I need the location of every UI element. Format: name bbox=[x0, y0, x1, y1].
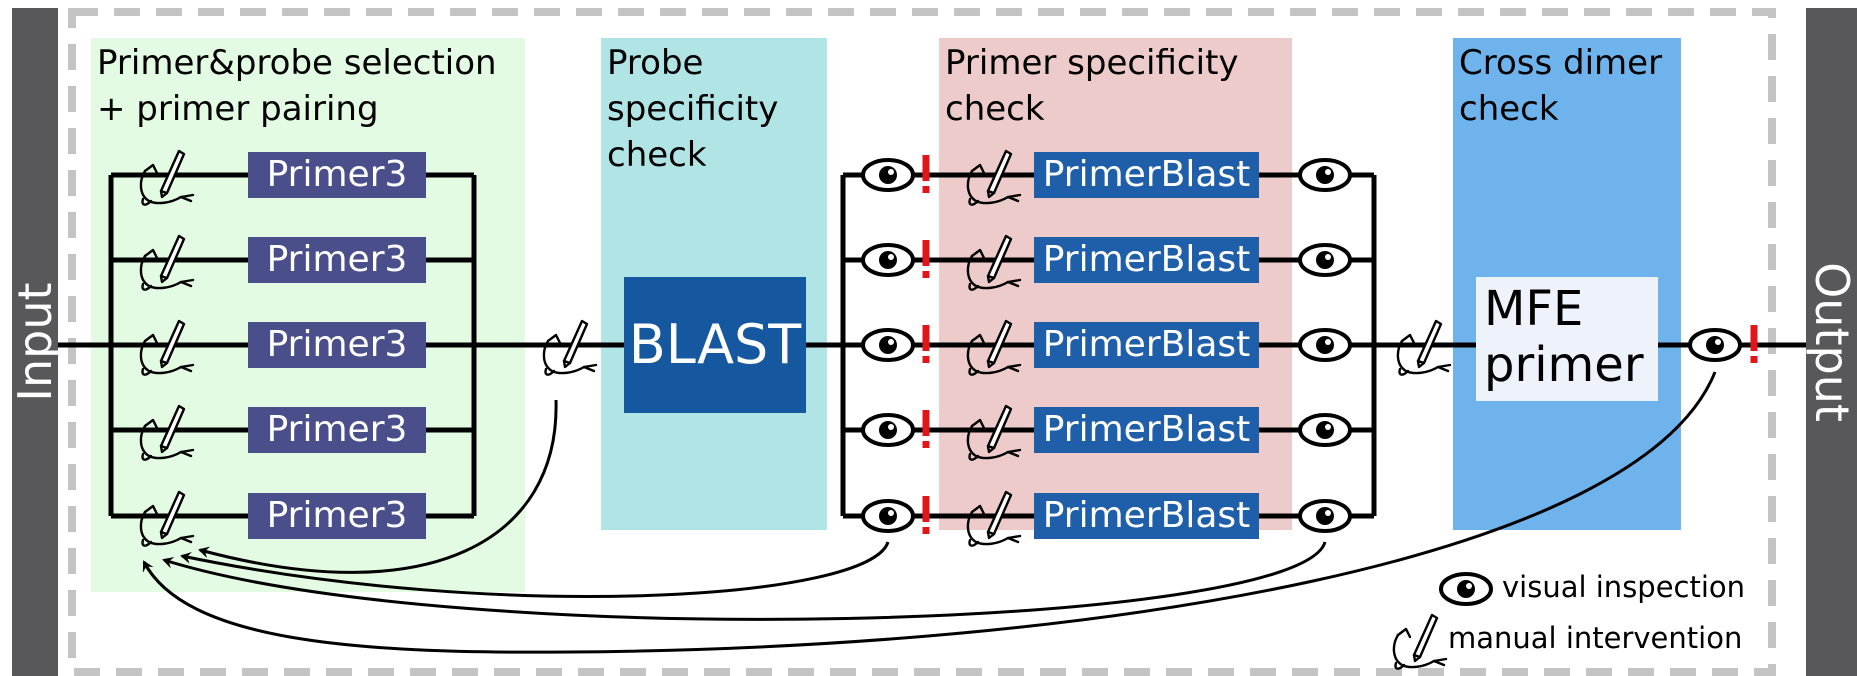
pen-hand-icon bbox=[139, 319, 195, 376]
pen-hand-icon bbox=[139, 490, 195, 547]
pen-hand-icon bbox=[966, 149, 1022, 206]
legend-visual-inspection: visual inspection bbox=[1502, 570, 1746, 604]
pen-hand-icon bbox=[139, 234, 195, 291]
eye-icon bbox=[1298, 243, 1352, 277]
primer3-box: Primer3 bbox=[248, 322, 426, 368]
pen-hand-icon bbox=[966, 490, 1022, 547]
stage-title: Primer specificity check bbox=[945, 43, 1239, 129]
pen-hand-icon bbox=[1392, 613, 1448, 670]
exclamation-icon bbox=[922, 155, 930, 193]
primer3-box: Primer3 bbox=[248, 493, 426, 539]
blast-box: BLAST bbox=[624, 277, 806, 413]
input-label: Input bbox=[8, 282, 62, 402]
legend-manual-intervention: manual intervention bbox=[1448, 621, 1743, 655]
eye-icon bbox=[1298, 158, 1352, 192]
pen-hand-icon bbox=[1396, 319, 1452, 376]
primer3-box: Primer3 bbox=[248, 152, 426, 198]
eye-icon bbox=[1439, 572, 1493, 606]
eye-icon bbox=[1298, 328, 1352, 362]
primerblast-box: PrimerBlast bbox=[1034, 237, 1259, 283]
pen-hand-icon bbox=[966, 404, 1022, 461]
exclamation-icon bbox=[1750, 325, 1758, 363]
primer3-box: Primer3 bbox=[248, 407, 426, 453]
output-label: Output bbox=[1804, 262, 1857, 422]
pen-hand-icon bbox=[139, 149, 195, 206]
exclamation-icon bbox=[922, 325, 930, 363]
eye-icon bbox=[861, 413, 915, 447]
input-sidebar: Input bbox=[8, 8, 62, 676]
stage-title: Primer&probe selection + primer pairing bbox=[97, 43, 497, 129]
primer3-box: Primer3 bbox=[248, 237, 426, 283]
eye-icon bbox=[861, 328, 915, 362]
eye-icon bbox=[1298, 499, 1352, 533]
pen-hand-icon bbox=[139, 404, 195, 461]
exclamation-icon bbox=[922, 410, 930, 448]
eye-icon bbox=[861, 499, 915, 533]
pen-hand-icon bbox=[966, 319, 1022, 376]
primerblast-box: PrimerBlast bbox=[1034, 407, 1259, 453]
eye-icon bbox=[1688, 328, 1742, 362]
output-sidebar: Output bbox=[1804, 8, 1857, 676]
primerblast-box: PrimerBlast bbox=[1034, 322, 1259, 368]
primerblast-box: PrimerBlast bbox=[1034, 152, 1259, 198]
primerblast-box: PrimerBlast bbox=[1034, 493, 1259, 539]
exclamation-icon bbox=[922, 240, 930, 278]
mfe-primer-box: MFE primer bbox=[1476, 277, 1658, 401]
stage-title: Probe specificity check bbox=[607, 43, 779, 175]
eye-icon bbox=[1298, 413, 1352, 447]
stage-title: Cross dimer check bbox=[1459, 43, 1663, 129]
pen-hand-icon bbox=[542, 319, 598, 376]
pen-hand-icon bbox=[966, 234, 1022, 291]
eye-icon bbox=[861, 158, 915, 192]
eye-icon bbox=[861, 243, 915, 277]
exclamation-icon bbox=[922, 496, 930, 534]
